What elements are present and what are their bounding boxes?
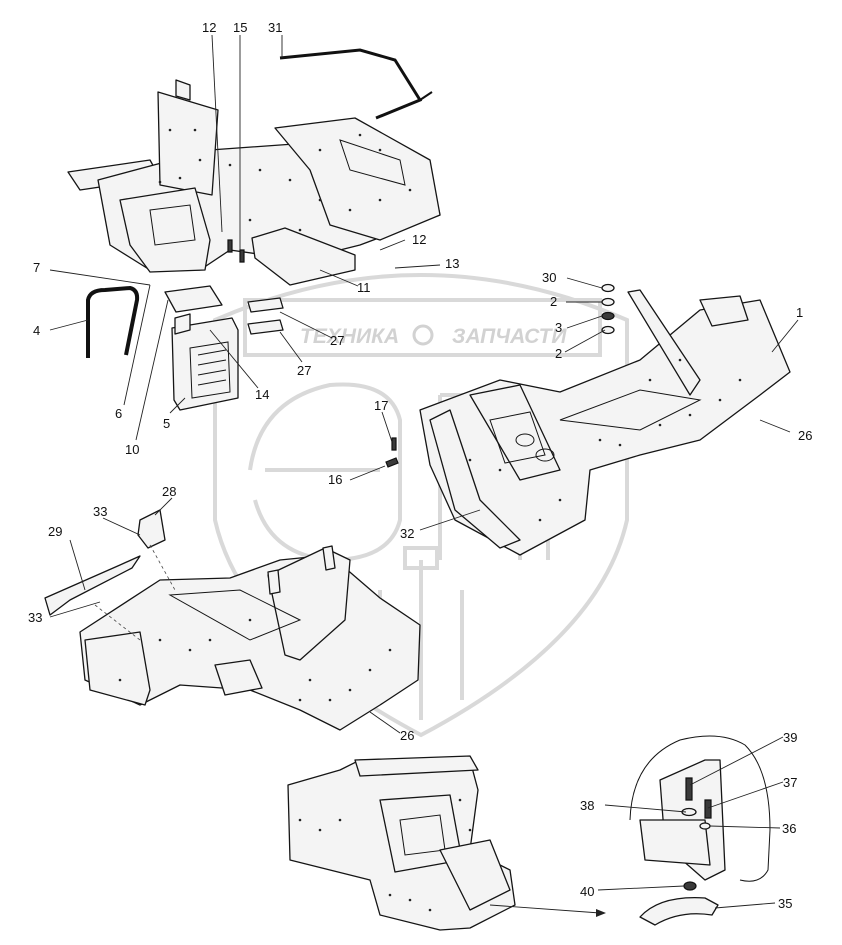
callout-15: 15: [233, 20, 247, 35]
frame-assembly-bottom: [287, 755, 606, 931]
callout-37: 37: [783, 775, 797, 790]
callout-labels: 12 15 31 12 13 7 30 2 11 3 2 1 4 27 27 1…: [28, 20, 812, 911]
callout-12b: 12: [412, 232, 426, 247]
callout-39: 39: [783, 730, 797, 745]
callout-7: 7: [33, 260, 40, 275]
callout-36: 36: [782, 821, 796, 836]
washers-stack: [601, 283, 615, 335]
callout-3: 3: [555, 320, 562, 335]
callout-26b: 26: [400, 728, 414, 743]
watermark-right-text: ЗАПЧАСТИ: [452, 325, 567, 348]
callout-17: 17: [374, 398, 388, 413]
callout-6: 6: [115, 406, 122, 421]
part-27-plate-upper: [247, 297, 284, 313]
frame-assembly-middle: [44, 509, 421, 731]
part-27-plate-lower: [247, 319, 284, 335]
callout-27a: 27: [330, 333, 344, 348]
part-5-step: [171, 313, 239, 411]
callout-40: 40: [580, 884, 594, 899]
callout-5: 5: [163, 416, 170, 431]
part-10-bracket: [164, 285, 223, 313]
frame-assembly-right: [385, 289, 791, 556]
callout-10: 10: [125, 442, 139, 457]
callout-29: 29: [48, 524, 62, 539]
detail-view: [629, 735, 771, 926]
callout-38: 38: [580, 798, 594, 813]
callout-16: 16: [328, 472, 342, 487]
callout-1: 1: [796, 305, 803, 320]
callout-4: 4: [33, 323, 40, 338]
callout-27b: 27: [297, 363, 311, 378]
callout-14: 14: [255, 387, 269, 402]
callout-26a: 26: [798, 428, 812, 443]
callout-32: 32: [400, 526, 414, 541]
callout-2a: 2: [550, 294, 557, 309]
frame-assembly-top: [67, 48, 441, 286]
callout-11: 11: [357, 280, 371, 295]
callout-28: 28: [162, 484, 176, 499]
watermark-left-text: ТЕХНИКА: [300, 325, 399, 348]
callout-31: 31: [268, 20, 282, 35]
callout-35: 35: [778, 896, 792, 911]
callout-13: 13: [445, 256, 459, 271]
part-4-handle: [86, 285, 140, 358]
callout-12a: 12: [202, 20, 216, 35]
callout-2b: 2: [555, 346, 562, 361]
gear-icon: [412, 324, 434, 346]
callout-33b: 33: [28, 610, 42, 625]
leader-lines: [49, 34, 799, 909]
callout-30: 30: [542, 270, 556, 285]
callout-33a: 33: [93, 504, 107, 519]
